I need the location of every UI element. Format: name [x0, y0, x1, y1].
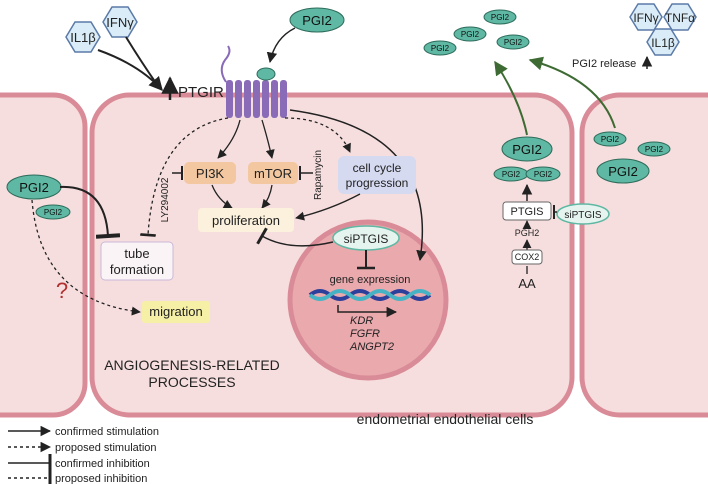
gene-fgfr: FGFR	[350, 328, 380, 340]
cox2-label: COX2	[515, 252, 540, 262]
gene-angpt2: ANGPT2	[349, 341, 394, 353]
receptor-to-tube-inhibit	[140, 117, 229, 237]
il1b-hexagon	[65, 21, 101, 53]
tube-formation-box	[100, 241, 174, 281]
aa-label: AA	[518, 276, 536, 291]
pgi2-right-large	[596, 158, 650, 184]
receptor-to-mtor	[261, 119, 275, 159]
ptgir-receptor	[220, 45, 287, 118]
release-arrow-right	[528, 56, 616, 129]
pgi2-synth-small-1-label: PGI2	[502, 170, 521, 179]
ptgis-box	[502, 201, 552, 221]
cells-label: endometrial endothelial cells	[357, 411, 534, 427]
pgi2-right-small-2-label: PGI2	[645, 145, 664, 154]
pgi2-ligand-top	[289, 7, 345, 33]
migration-box	[142, 301, 210, 323]
tnfa-label: TNFα	[665, 11, 695, 25]
pgi2-right-small-1-label: PGI2	[601, 135, 620, 144]
legend-confirmed-inhibition: confirmed inhibition	[55, 458, 150, 470]
pi3k-to-proliferation	[211, 184, 233, 209]
pgi2-ligand-top-label: PGI2	[302, 13, 332, 28]
pgi2-released-2-label: PGI2	[461, 30, 480, 39]
cell-cycle-label-1: cell cycle	[353, 161, 402, 175]
pgi2-released-2	[453, 26, 487, 42]
processes-title-2: PROCESSES	[148, 374, 235, 390]
pi3k-box	[184, 162, 236, 184]
migration-label: migration	[149, 304, 202, 319]
siptgis-nucleus-label: siPTGIS	[344, 232, 389, 246]
pgi2-right-small-1	[593, 131, 627, 147]
pgi2-synth-large	[501, 136, 553, 162]
tube-formation-label-1: tube	[124, 246, 149, 261]
left-cell	[0, 92, 88, 418]
cell-cycle-to-proliferation	[295, 193, 361, 221]
nucleus	[287, 219, 449, 381]
cox2-box	[511, 249, 543, 265]
pgi2-to-receptor-arrow	[266, 27, 296, 64]
il1b-label-right: IL1β	[651, 36, 675, 50]
pgi2-released-1-label: PGI2	[491, 13, 510, 22]
ly294002-label: LY294002	[160, 177, 171, 222]
receptor-to-cell-cycle	[284, 117, 351, 153]
release-arrow-center	[494, 60, 528, 136]
pgi2-released-3-label: PGI2	[504, 38, 523, 47]
tube-formation-label-2: formation	[110, 262, 164, 277]
mtor-to-proliferation	[261, 184, 273, 209]
legend-proposed-stimulation: proposed stimulation	[55, 442, 157, 454]
siptgis-right	[556, 203, 610, 225]
siptgis-right-label: siPTGIS	[564, 210, 602, 221]
pgi2-left-inhibit-tube	[59, 185, 121, 239]
pgi2-released-4	[423, 40, 457, 56]
pgi2-synth-small-2-label: PGI2	[534, 170, 553, 179]
receptor-to-pi3k	[217, 119, 241, 159]
pgi2-left-to-migration	[31, 199, 141, 316]
proliferation-label: proliferation	[212, 213, 280, 228]
pgi2-release-label: PGI2 release	[572, 58, 636, 70]
pgi2-released-4-label: PGI2	[431, 44, 450, 53]
question-mark: ?	[56, 278, 68, 303]
cell-cycle-box	[338, 156, 416, 194]
gene-kdr: KDR	[350, 315, 373, 327]
transcription-arrow	[337, 305, 398, 318]
gene-expression-label: gene expression	[330, 274, 411, 286]
pgi2-synth-large-label: PGI2	[512, 142, 542, 157]
pgi2-released-3	[496, 34, 530, 50]
cell-cycle-label-2: progression	[346, 176, 409, 190]
proliferation-box	[198, 208, 294, 232]
ifng-hexagon	[102, 6, 138, 38]
mtor-box	[248, 162, 298, 184]
il1b-label: IL1β	[70, 30, 96, 45]
dna-helix	[308, 289, 432, 301]
legend: confirmed stimulation proposed stimulati…	[8, 425, 159, 484]
ifng-hexagon-right	[629, 3, 663, 31]
mtor-label: mTOR	[254, 166, 292, 181]
pgh2-label: PGH2	[515, 228, 540, 238]
pgi2-released-1	[483, 9, 517, 25]
pgi2-right-large-label: PGI2	[608, 164, 638, 179]
ptgis-label: PTGIS	[510, 206, 543, 218]
pgi2-left-large-label: PGI2	[19, 180, 49, 195]
pi3k-label: PI3K	[196, 166, 225, 181]
siptgis-inhibit-proliferation	[256, 227, 334, 247]
legend-confirmed-stimulation: confirmed stimulation	[55, 426, 159, 438]
processes-title-1: ANGIOGENESIS-RELATED	[104, 357, 280, 373]
il1b-hexagon-right	[646, 28, 680, 56]
legend-proposed-inhibition: proposed inhibition	[55, 473, 147, 484]
receptor-label: PTGIR	[178, 84, 224, 101]
cytokine-arrow	[97, 49, 163, 92]
pgi2-right-small-2	[637, 141, 671, 157]
pgi2-left-small-label: PGI2	[44, 208, 63, 217]
ifng-label: IFNγ	[106, 15, 134, 30]
rapamycin-label: Rapamycin	[313, 150, 324, 200]
ifng-label-right: IFNγ	[633, 11, 658, 25]
pgi2-left-small	[35, 204, 71, 220]
pgi2-synth-small-2	[525, 166, 561, 182]
